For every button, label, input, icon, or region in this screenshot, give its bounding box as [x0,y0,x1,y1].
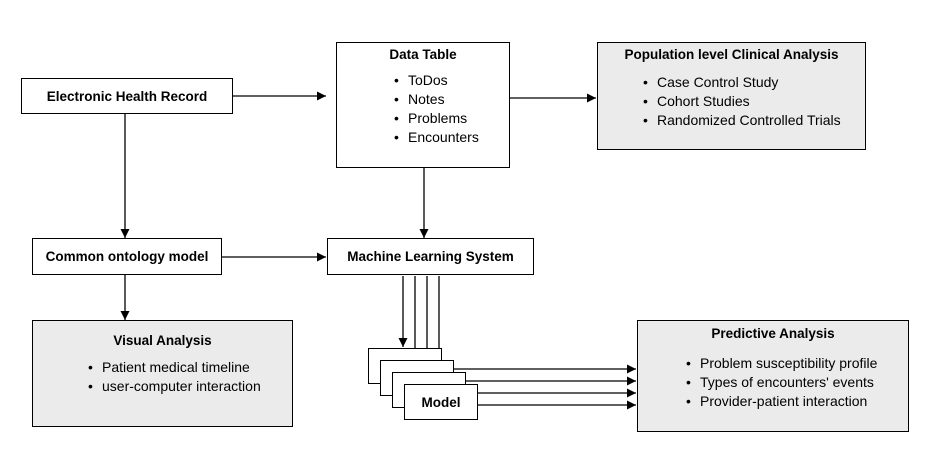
list-item: Problem susceptibility profile [686,354,908,373]
model-title: Model [421,394,461,410]
list-item: Encounters [394,128,509,147]
list-item: Patient medical timeline [88,358,292,377]
predictive-analysis-list: Problem susceptibility profile Types of … [686,354,908,411]
list-item: user-computer interaction [88,377,292,396]
ehr-box: Electronic Health Record [21,78,233,114]
list-item: ToDos [394,71,509,90]
ml-system-title: Machine Learning System [347,249,514,264]
visual-analysis-list: Patient medical timeline user-computer i… [88,358,292,396]
visual-analysis-box: Visual Analysis Patient medical timeline… [32,320,293,427]
list-item: Notes [394,90,509,109]
list-item: Cohort Studies [643,92,865,111]
list-item: Randomized Controlled Trials [643,111,865,130]
data-table-title: Data Table [389,47,457,62]
ehr-title: Electronic Health Record [46,88,208,104]
predictive-analysis-title: Predictive Analysis [711,326,835,341]
ml-system-box: Machine Learning System [327,238,534,275]
list-item: Problems [394,109,509,128]
data-table-list: ToDos Notes Problems Encounters [394,71,509,147]
population-analysis-list: Case Control Study Cohort Studies Random… [643,73,865,130]
predictive-analysis-box: Predictive Analysis Problem susceptibili… [637,320,909,432]
population-analysis-title: Population level Clinical Analysis [624,47,839,62]
ontology-model-box: Common ontology model [32,238,222,275]
data-table-box: Data Table ToDos Notes Problems Encounte… [336,42,510,168]
list-item: Provider-patient interaction [686,392,908,411]
visual-analysis-title: Visual Analysis [113,333,212,348]
population-analysis-box: Population level Clinical Analysis Case … [597,42,866,150]
list-item: Case Control Study [643,73,865,92]
list-item: Types of encounters' events [686,373,908,392]
model-box-front: Model [404,384,478,420]
ontology-model-title: Common ontology model [45,249,209,264]
